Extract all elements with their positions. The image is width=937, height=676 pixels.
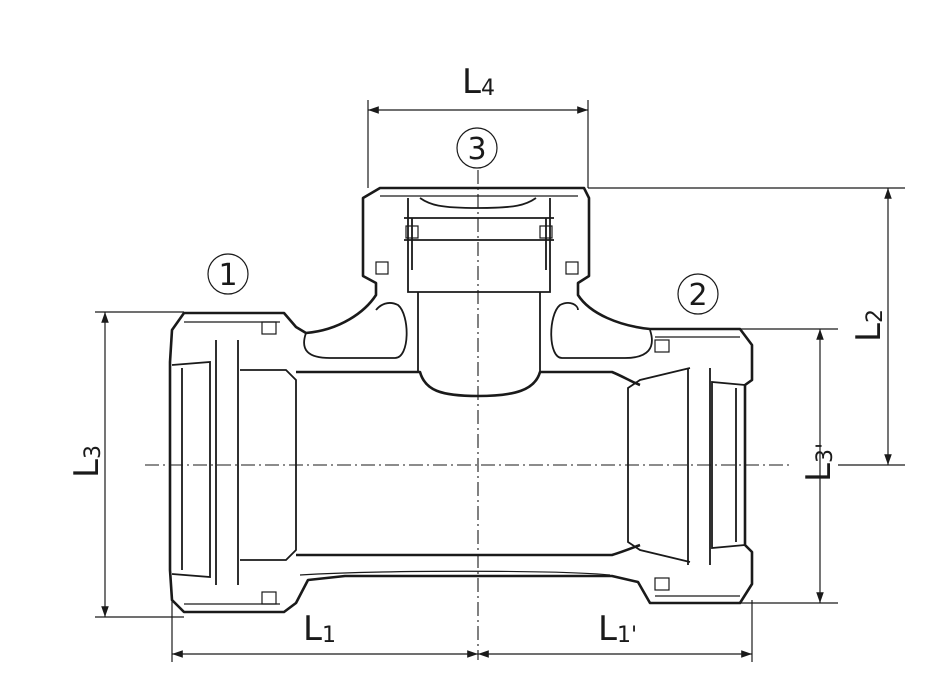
port-1-number: 1 [218, 258, 237, 293]
port-2-marker: 2 [677, 273, 719, 315]
port-1-marker: 1 [207, 253, 249, 295]
port-3-marker: 3 [456, 127, 498, 169]
dimension-L4 [367, 100, 589, 188]
label-L1-prime: L1' [598, 609, 637, 649]
dimension-L2 [588, 187, 905, 466]
tee-body [168, 186, 754, 614]
dimension-L3-prime [740, 328, 838, 604]
label-L3-prime: L3' [799, 443, 839, 482]
label-L2: L2 [849, 309, 889, 342]
label-L4: L4 [462, 62, 495, 102]
dimension-L1 [171, 600, 753, 662]
dimension-L3 [95, 311, 184, 618]
label-L1: L1 [303, 609, 336, 649]
label-L3: L3 [67, 445, 107, 478]
port-2-number: 2 [688, 278, 707, 313]
port-3-number: 3 [467, 132, 486, 167]
